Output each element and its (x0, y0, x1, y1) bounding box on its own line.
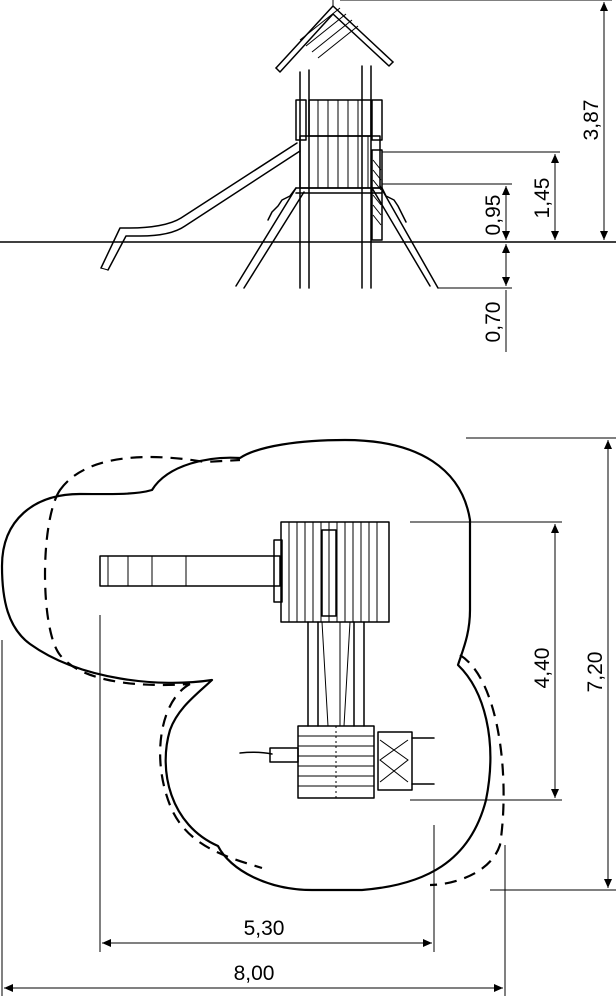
dim-equipment-length: 4,40 (410, 521, 562, 801)
lower-platform-plan (297, 725, 375, 799)
dim-area-width-label: 8,00 (234, 962, 275, 985)
safety-zone-outline (43, 455, 505, 887)
slide (100, 142, 301, 271)
side-elevation: 3,87 1,45 0,95 0,70 (0, 0, 616, 352)
climbing-net (371, 149, 383, 241)
dim-foundation-depth-label: 0,70 (482, 302, 505, 343)
dim-equipment-length-label: 4,40 (531, 648, 554, 689)
dim-total-height: 3,87 (340, 0, 612, 243)
plan-view: 4,40 7,20 5,30 8,00 (0, 437, 616, 996)
fall-area-outline (0, 438, 492, 892)
support-legs (235, 185, 439, 289)
bridge-plan (307, 621, 365, 727)
dim-equipment-width-label: 5,30 (244, 917, 285, 940)
dim-area-length-label: 7,20 (584, 652, 607, 693)
rope-ladder-plan (239, 747, 299, 763)
dim-foundation-depth: 0,70 (438, 244, 512, 352)
tower-platform-plan (280, 521, 390, 623)
dim-total-height-label: 3,87 (580, 100, 603, 141)
dim-equipment-width: 5,30 (99, 615, 435, 952)
dim-fall-height: 0,95 (382, 183, 512, 240)
roof (275, 0, 394, 73)
dim-platform-height-label: 1,45 (531, 178, 554, 219)
dim-platform-height: 1,45 (382, 151, 560, 240)
dim-fall-height-label: 0,95 (482, 195, 505, 236)
tower-walls (295, 99, 383, 194)
dim-area-width: 8,00 (1, 640, 506, 996)
climbing-net-plan (377, 731, 435, 791)
dim-area-length: 7,20 (466, 437, 616, 891)
slide-plan (99, 539, 283, 603)
